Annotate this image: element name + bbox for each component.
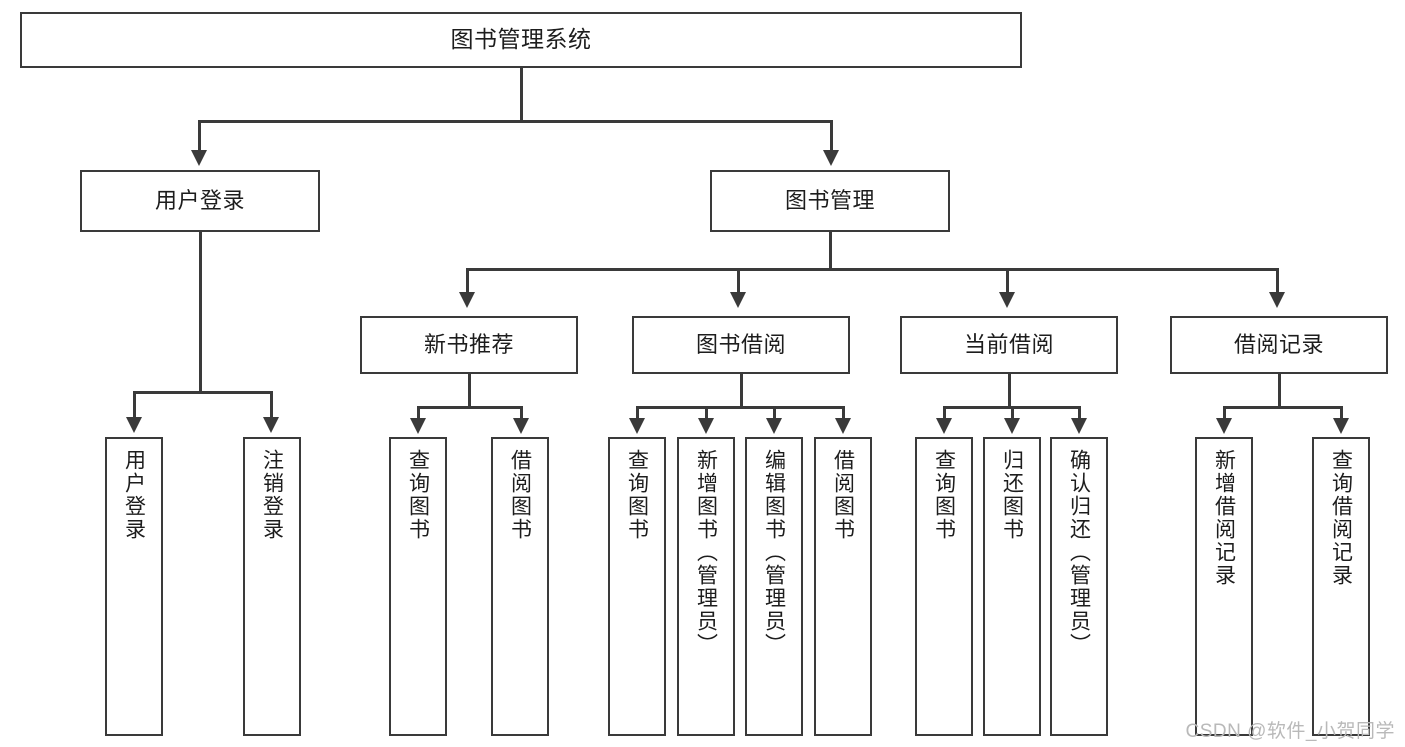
leaf-borrow-record-add-record[interactable]: 新增借阅记录 — [1195, 437, 1253, 736]
connector-book-management-bus — [466, 268, 1278, 271]
connector-nbr-drop-2 — [520, 406, 523, 420]
connector-user-login-drop-2 — [270, 391, 273, 419]
node-label: 借阅记录 — [1233, 331, 1324, 357]
arrow-bb-to-leaf-3 — [766, 418, 782, 434]
connector-cb-drop-1 — [943, 406, 946, 420]
arrow-nbr-to-leaf-2 — [513, 418, 529, 434]
node-label: 借阅图书 — [831, 449, 855, 541]
connector-user-login-bus — [133, 391, 272, 394]
leaf-book-borrow-query-book[interactable]: 查询图书 — [608, 437, 666, 736]
leaf-user-login-login[interactable]: 用户登录 — [105, 437, 163, 736]
connector-book-management-stem — [829, 232, 832, 268]
node-label: 图书管理系统 — [450, 26, 592, 53]
node-user-login[interactable]: 用户登录 — [80, 170, 320, 232]
arrow-cb-to-leaf-1 — [936, 418, 952, 434]
node-root-book-management-system[interactable]: 图书管理系统 — [20, 12, 1022, 68]
leaf-book-borrow-add-book-admin[interactable]: 新增图书（管理员） — [677, 437, 735, 736]
connector-bm-drop-1 — [466, 268, 469, 294]
connector-root-stem — [520, 68, 523, 120]
arrow-bm-to-book-borrow — [730, 292, 746, 308]
connector-bb-bus — [636, 406, 844, 409]
leaf-current-borrow-confirm-return-admin[interactable]: 确认归还（管理员） — [1050, 437, 1108, 736]
connector-br-stem — [1278, 374, 1281, 406]
connector-root-drop-1 — [198, 120, 201, 152]
connector-bb-stem — [740, 374, 743, 406]
connector-root-drop-2 — [830, 120, 833, 152]
node-current-borrow[interactable]: 当前借阅 — [900, 316, 1118, 374]
connector-user-login-drop-1 — [133, 391, 136, 419]
arrow-bb-to-leaf-1 — [629, 418, 645, 434]
connector-user-login-stem — [199, 232, 202, 391]
node-label: 借阅图书 — [508, 449, 532, 541]
arrow-user-login-to-leaf-1 — [126, 417, 142, 433]
connector-bm-drop-4 — [1276, 268, 1279, 294]
node-book-management[interactable]: 图书管理 — [710, 170, 950, 232]
leaf-book-borrow-borrow-book[interactable]: 借阅图书 — [814, 437, 872, 736]
arrow-bb-to-leaf-2 — [698, 418, 714, 434]
leaf-book-borrow-edit-book-admin[interactable]: 编辑图书（管理员） — [745, 437, 803, 736]
connector-bb-drop-1 — [636, 406, 639, 420]
node-new-book-recommend[interactable]: 新书推荐 — [360, 316, 578, 374]
node-label: 查询图书 — [932, 449, 956, 541]
arrow-cb-to-leaf-2 — [1004, 418, 1020, 434]
arrow-bm-to-current-borrow — [999, 292, 1015, 308]
arrow-root-to-book-management — [823, 150, 839, 166]
connector-bb-drop-2 — [705, 406, 708, 420]
node-label: 新增借阅记录 — [1212, 449, 1236, 587]
connector-br-drop-2 — [1340, 406, 1343, 420]
connector-br-drop-1 — [1223, 406, 1226, 420]
node-label: 查询图书 — [406, 449, 430, 541]
arrow-root-to-user-login — [191, 150, 207, 166]
node-label: 新增图书（管理员） — [694, 449, 718, 656]
leaf-user-login-logout[interactable]: 注销登录 — [243, 437, 301, 736]
connector-cb-drop-3 — [1078, 406, 1081, 420]
csdn-watermark: CSDN @软件_小贺同学 — [1185, 721, 1395, 742]
node-label: 查询借阅记录 — [1329, 449, 1353, 587]
node-label: 用户登录 — [154, 187, 245, 213]
node-book-borrow[interactable]: 图书借阅 — [632, 316, 850, 374]
connector-bm-drop-3 — [1006, 268, 1009, 294]
connector-cb-drop-2 — [1011, 406, 1014, 420]
leaf-current-borrow-return-book[interactable]: 归还图书 — [983, 437, 1041, 736]
connector-nbr-stem — [468, 374, 471, 406]
leaf-new-book-borrow-book[interactable]: 借阅图书 — [491, 437, 549, 736]
connector-br-bus — [1223, 406, 1341, 409]
leaf-current-borrow-query-book[interactable]: 查询图书 — [915, 437, 973, 736]
connector-bb-drop-4 — [842, 406, 845, 420]
node-borrow-record[interactable]: 借阅记录 — [1170, 316, 1388, 374]
leaf-new-book-query-book[interactable]: 查询图书 — [389, 437, 447, 736]
connector-nbr-drop-1 — [417, 406, 420, 420]
node-label: 用户登录 — [122, 449, 146, 541]
connector-cb-stem — [1008, 374, 1011, 406]
arrow-user-login-to-leaf-2 — [263, 417, 279, 433]
arrow-br-to-leaf-1 — [1216, 418, 1232, 434]
node-label: 当前借阅 — [963, 331, 1054, 357]
arrow-bm-to-borrow-record — [1269, 292, 1285, 308]
arrow-nbr-to-leaf-1 — [410, 418, 426, 434]
node-label: 注销登录 — [260, 449, 284, 541]
connector-bm-drop-2 — [737, 268, 740, 294]
arrow-br-to-leaf-2 — [1333, 418, 1349, 434]
leaf-borrow-record-query-record[interactable]: 查询借阅记录 — [1312, 437, 1370, 736]
node-label: 确认归还（管理员） — [1067, 449, 1091, 656]
node-label: 图书管理 — [784, 187, 875, 213]
arrow-bb-to-leaf-4 — [835, 418, 851, 434]
node-label: 查询图书 — [625, 449, 649, 541]
node-label: 归还图书 — [1000, 449, 1024, 541]
node-label: 图书借阅 — [695, 331, 786, 357]
connector-nbr-bus — [417, 406, 522, 409]
arrow-bm-to-new-book-recommend — [459, 292, 475, 308]
connector-root-bus — [198, 120, 832, 123]
node-label: 新书推荐 — [423, 331, 514, 357]
arrow-cb-to-leaf-3 — [1071, 418, 1087, 434]
node-label: 编辑图书（管理员） — [762, 449, 786, 656]
connector-bb-drop-3 — [773, 406, 776, 420]
